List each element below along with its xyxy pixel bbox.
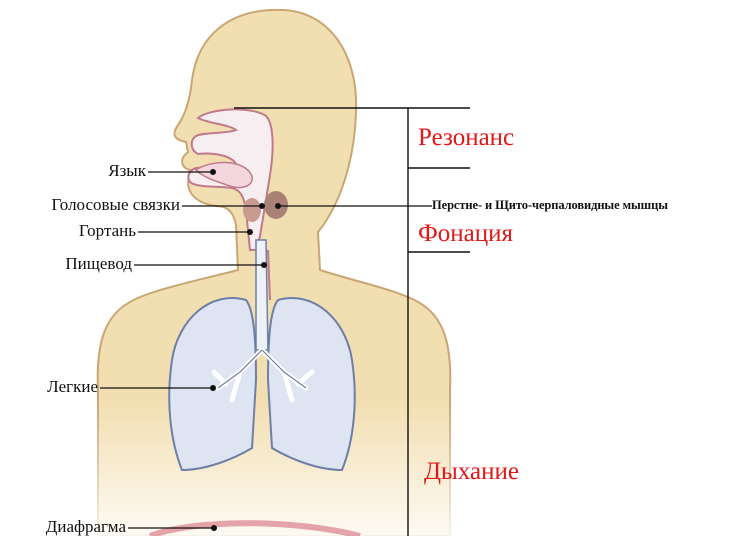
label-diaphragm: Диафрагма — [46, 517, 126, 537]
section-phonation: Фонация — [418, 220, 513, 248]
label-esophagus: Пищевод — [65, 254, 132, 274]
vocal-fold-region — [243, 198, 261, 222]
label-vocal-folds: Голосовые связки — [51, 195, 180, 215]
label-lungs: Легкие — [47, 377, 98, 397]
section-breathing: Дыхание — [424, 458, 519, 486]
label-larynx: Гортань — [79, 221, 136, 241]
label-muscles: Перстне- и Щито-черпаловидные мышцы — [432, 198, 668, 213]
trachea — [256, 240, 268, 350]
label-tongue: Язык — [108, 161, 146, 181]
section-resonance: Резонанс — [418, 124, 514, 152]
